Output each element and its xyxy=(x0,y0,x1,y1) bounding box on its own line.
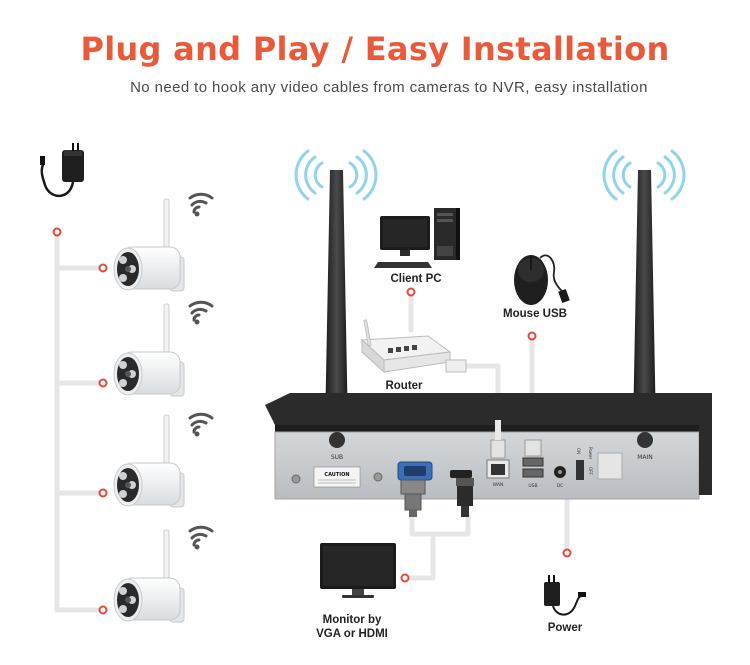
off-label: OFF xyxy=(588,467,593,475)
wifi-icon xyxy=(188,300,214,326)
power-switch-label: Power xyxy=(588,447,593,459)
wifi-signal-left xyxy=(294,149,378,201)
vga-connector xyxy=(400,479,426,517)
router-icon xyxy=(360,319,467,374)
camera-power-wiring xyxy=(54,229,106,613)
power-adapter-icon xyxy=(40,143,84,198)
camera-1 xyxy=(113,192,214,292)
client-pc-icon xyxy=(374,208,460,268)
wan-port-label: WAN xyxy=(493,482,504,488)
main-port-label: MAIN xyxy=(637,454,653,461)
page-subtitle: No need to hook any video cables from ca… xyxy=(130,79,648,96)
dc-port-label: DC xyxy=(557,483,564,489)
client-pc-label: Client PC xyxy=(390,273,442,285)
camera-2 xyxy=(113,300,214,397)
on-label: ON xyxy=(576,448,581,454)
usb-connector xyxy=(524,439,542,457)
monitor-icon xyxy=(320,543,396,598)
connector-dot xyxy=(406,287,416,297)
hdmi-connector xyxy=(456,478,474,517)
connector-dot xyxy=(400,573,410,583)
connector-dot xyxy=(98,378,108,388)
monitor-label-line2: VGA or HDMI xyxy=(316,628,388,640)
nvr-recorder: SUB MAIN CAUTION WAN USB DC ON Power OFF xyxy=(265,393,712,500)
wifi-icon xyxy=(188,192,214,218)
monitor-label: Monitor by VGA or HDMI xyxy=(302,613,402,641)
ethernet-connector xyxy=(490,420,506,459)
mouse-usb-label: Mouse USB xyxy=(503,308,567,320)
wifi-icon xyxy=(188,412,214,438)
sub-port-label: SUB xyxy=(331,454,343,461)
connector-dot xyxy=(562,548,572,558)
connector-dot xyxy=(98,488,108,498)
power-label: Power xyxy=(547,622,583,634)
wifi-signal-right xyxy=(602,149,686,201)
monitor-label-line1: Monitor by xyxy=(322,614,382,626)
nvr-power-adapter-icon xyxy=(544,575,586,616)
caution-label: CAUTION xyxy=(324,472,349,478)
connector-dot xyxy=(52,227,62,237)
mouse-icon xyxy=(514,254,570,305)
connector-dot xyxy=(98,605,108,615)
camera-3 xyxy=(113,412,214,508)
connector-dot xyxy=(98,263,108,273)
connector-dot xyxy=(527,331,537,341)
router-label: Router xyxy=(385,380,423,392)
usb-port-label: USB xyxy=(528,483,537,489)
wifi-icon xyxy=(188,525,214,551)
page-title: Plug and Play / Easy Installation xyxy=(80,30,670,68)
camera-4 xyxy=(113,525,214,623)
